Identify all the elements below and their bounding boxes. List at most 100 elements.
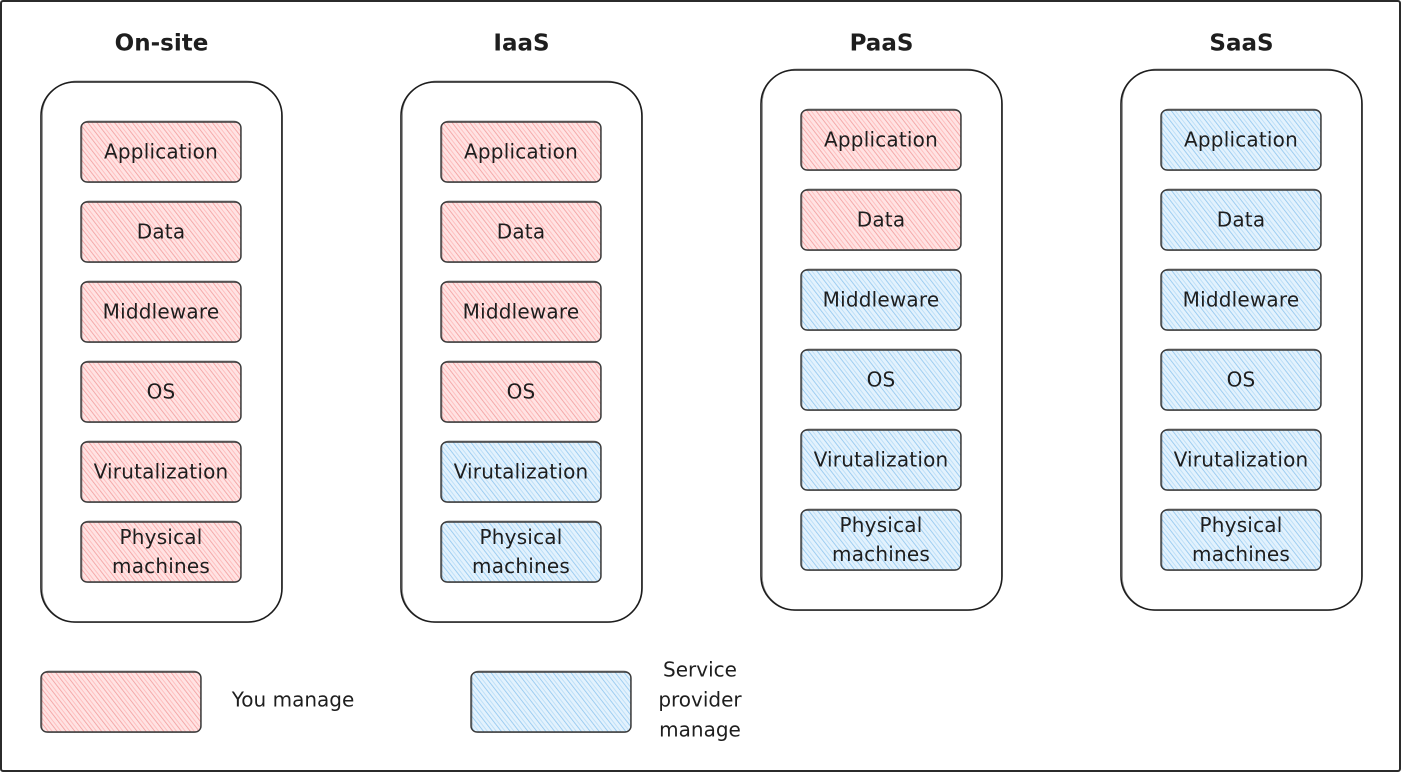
layer-label-line: Physical [120,525,203,549]
legend-label-line: You manage [231,688,355,712]
layer-application: Application [440,120,602,183]
layer-box-outline [801,188,961,251]
stack-frame [400,81,643,623]
layer-label: Application [464,140,578,164]
layer-label-line: Middleware [103,300,220,324]
layer-os: OS [440,360,602,423]
layer-label: Middleware [1183,288,1300,312]
layer-box-outline [801,348,961,411]
layer-label: Application [824,128,938,152]
layer-label-line: Physical [1200,513,1283,537]
layer-label-line: OS [147,380,176,404]
layer-box-outline [1161,508,1321,571]
stack-frame [40,81,283,623]
layer-label-line: machines [832,542,930,566]
layer-label-line: Data [137,220,186,244]
layer-label-line: OS [867,368,896,392]
layer-label-line: Virutalization [1174,448,1309,472]
layer-box-provider-managed [1160,429,1322,491]
legend-swatch [40,671,202,733]
layer-box-outline [441,200,601,263]
layer-box-you-managed [80,521,242,583]
layer-box-provider-managed [800,349,962,411]
layer-label-line: Application [1184,128,1298,152]
legend-swatch-outline [41,670,201,733]
layer-box-provider-managed [800,429,962,491]
layer-box-outline [1161,428,1321,491]
layer-label-line: Data [1217,208,1266,232]
layer-box-outline [801,428,961,491]
layer-label: OS [147,380,176,404]
layer-os: OS [1160,348,1322,411]
layer-box-provider-managed [1160,269,1322,331]
layer-data: Data [80,200,242,263]
layer-box-outline [1161,348,1321,411]
layer-os: OS [80,360,242,423]
layer-label-line: Application [824,128,938,152]
layer-box-provider-managed [1160,349,1322,411]
layer-box-you-managed [80,121,242,183]
stack-frame-outline [1122,68,1362,611]
layer-box-you-managed [80,361,242,423]
layer-label: Virutalization [1174,448,1309,472]
layer-box-you-managed [440,281,602,343]
layer-box-provider-managed [1160,109,1322,171]
column-title: On-site [115,31,209,57]
layer-application: Application [800,108,962,171]
layer-box-outline [81,200,241,263]
layer-middleware: Middleware [800,268,962,331]
layer-box-you-managed [80,281,242,343]
layer-os: OS [800,348,962,411]
layer-label-line: OS [1227,368,1256,392]
layer-label: Application [1184,128,1298,152]
column-on-site: On-siteApplicationDataMiddlewareOSViruta… [40,31,283,623]
layer-label-line: machines [112,554,210,578]
layer-label: Data [137,220,186,244]
layer-box-outline [801,108,961,171]
layer-box-outline [81,120,241,183]
layer-label: Data [497,220,546,244]
layer-box-outline [81,360,241,423]
layer-label: Middleware [463,300,580,324]
layer-label: Application [104,140,218,164]
layer-box-outline [801,268,961,331]
layer-box-provider-managed [440,521,602,583]
layer-box-outline [1161,188,1321,251]
layer-label: Virutalization [454,460,589,484]
layer-box-outline [81,280,241,343]
layer-label-line: Application [464,140,578,164]
layer-box-outline [441,120,601,183]
layer-label-line: Middleware [1183,288,1300,312]
layer-label-line: Physical [840,513,923,537]
layer-application: Application [80,120,242,183]
layer-label: OS [507,380,536,404]
layer-label: Virutalization [814,448,949,472]
stack-frame [760,69,1003,611]
layer-physical-machines: Physical machines [80,520,242,583]
layer-label-line: machines [472,554,570,578]
layer-box-provider-managed [1160,189,1322,251]
layer-box-outline [441,360,601,423]
layer-box-outline [441,440,601,503]
layer-box-you-managed [440,361,602,423]
layer-label: Physical machines [832,513,930,566]
legend-swatch-outline [471,670,631,733]
layer-box-outline [1161,108,1321,171]
layer-box-you-managed [440,201,602,263]
layer-box-you-managed [800,189,962,251]
column-title: IaaS [493,31,549,57]
layer-label: Physical machines [112,525,210,578]
layer-middleware: Middleware [1160,268,1322,331]
stack-frame [1120,69,1363,611]
layer-label-line: Middleware [823,288,940,312]
column-title: SaaS [1209,31,1273,57]
